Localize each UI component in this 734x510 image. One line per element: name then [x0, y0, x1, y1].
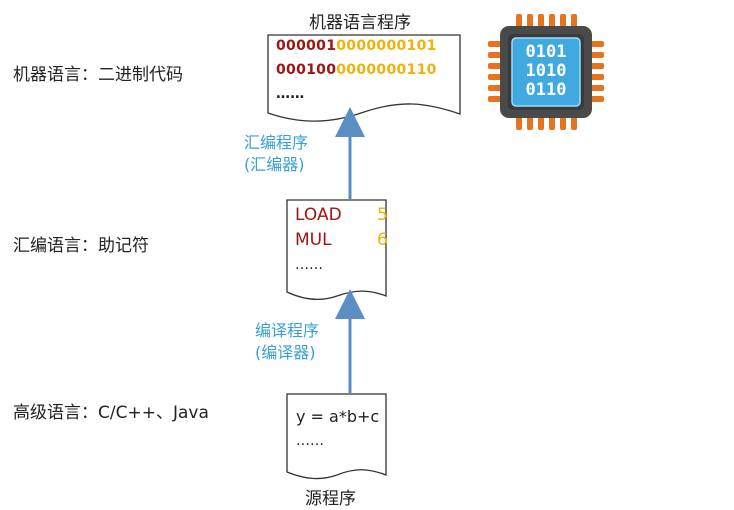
machine-code-line: 0000010000000101 [276, 34, 437, 58]
mnemonic: LOAD [295, 205, 342, 225]
assembly-code-lines: LOAD 5 MUL 6 …… [295, 203, 388, 278]
assembler-label: 汇编程序 (汇编器) [244, 132, 308, 176]
chip-binary-row: 0110 [525, 80, 567, 100]
compiler-label-line2: (编译器) [255, 343, 316, 362]
compiler-label: 编译程序 (编译器) [255, 320, 319, 364]
cpu-chip-icon [488, 14, 604, 130]
high-level-language-label: 高级语言：C/C++、Java [13, 403, 209, 423]
machine-language-label: 机器语言：二进制代码 [13, 65, 183, 85]
chip-binary-row: 0101 [525, 42, 567, 62]
operand: 0000000110 [336, 62, 437, 78]
assembler-label-line1: 汇编程序 [244, 133, 309, 152]
source-code-document [286, 393, 387, 480]
machine-code-line: 0001000000000110 [276, 58, 437, 82]
operand: 5 [377, 205, 388, 225]
chip-binary-row: 1010 [525, 61, 567, 81]
opcode: 000001 [276, 38, 337, 54]
source-doc-title: 源程序 [305, 489, 356, 509]
machine-code-lines: 0000010000000101 0001000000000110 …… [276, 34, 437, 106]
opcode: 000100 [276, 62, 337, 78]
compiler-label-line1: 编译程序 [255, 321, 320, 340]
assembly-code-line: LOAD 5 [295, 203, 388, 228]
ellipsis: …… [295, 257, 323, 273]
chip-binary-text: 0101 1010 0110 [512, 43, 580, 100]
ellipsis: …… [276, 86, 305, 102]
assembly-code-line: MUL 6 [295, 228, 388, 253]
source-code-line: y = a*b+c [296, 407, 380, 426]
machine-doc-title: 机器语言程序 [309, 13, 411, 33]
ellipsis: …… [296, 433, 324, 449]
operand: 6 [377, 230, 388, 250]
assembly-language-label: 汇编语言：助记符 [13, 236, 149, 256]
mnemonic: MUL [295, 230, 332, 250]
source-code-lines: y = a*b+c …… [296, 405, 379, 453]
assembler-label-line2: (汇编器) [244, 155, 305, 174]
operand: 0000000101 [336, 38, 437, 54]
